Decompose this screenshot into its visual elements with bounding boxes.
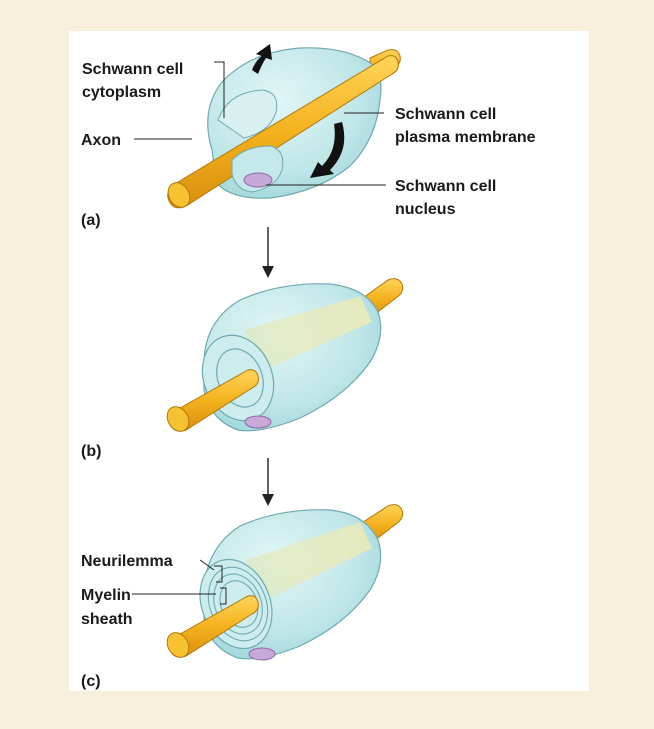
stage-b [166, 278, 404, 432]
core-b [244, 296, 372, 372]
stage-arrow-1 [262, 227, 274, 278]
leaders-c [132, 559, 227, 605]
axon-end-a [167, 182, 191, 208]
cytoplasm-fold-a [217, 89, 278, 139]
label-schwann-cytoplasm: Schwann cell cytoplasm [82, 61, 188, 101]
panel-label-c: (c) [81, 673, 101, 690]
nucleus-c [248, 647, 276, 661]
nucleus-b [244, 415, 272, 429]
label-axon: Axon [81, 132, 121, 149]
label-schwann-nucleus: Schwann cell nucleus [395, 178, 501, 218]
panel-label-a: (a) [81, 212, 101, 229]
label-schwann-membrane: Schwann cell plasma membrane [395, 106, 536, 146]
panel-label-b: (b) [81, 443, 101, 460]
myelin-ring-1 [207, 566, 269, 642]
label-neurilemma: Neurilemma [81, 553, 173, 570]
stage-arrow-2 [262, 458, 274, 506]
axon-end-b [166, 406, 190, 432]
stage-a [167, 44, 401, 209]
core-c [246, 522, 372, 602]
nucleus-a [243, 172, 273, 188]
label-myelin-sheath: Myelin sheath [81, 587, 135, 628]
leaders-a [134, 61, 386, 186]
rotation-arrow-up [252, 44, 272, 74]
myelin-ring-2 [213, 573, 263, 635]
rotation-arrow-down [310, 122, 345, 178]
stage-c [166, 504, 404, 661]
axon-end-c [166, 632, 190, 658]
